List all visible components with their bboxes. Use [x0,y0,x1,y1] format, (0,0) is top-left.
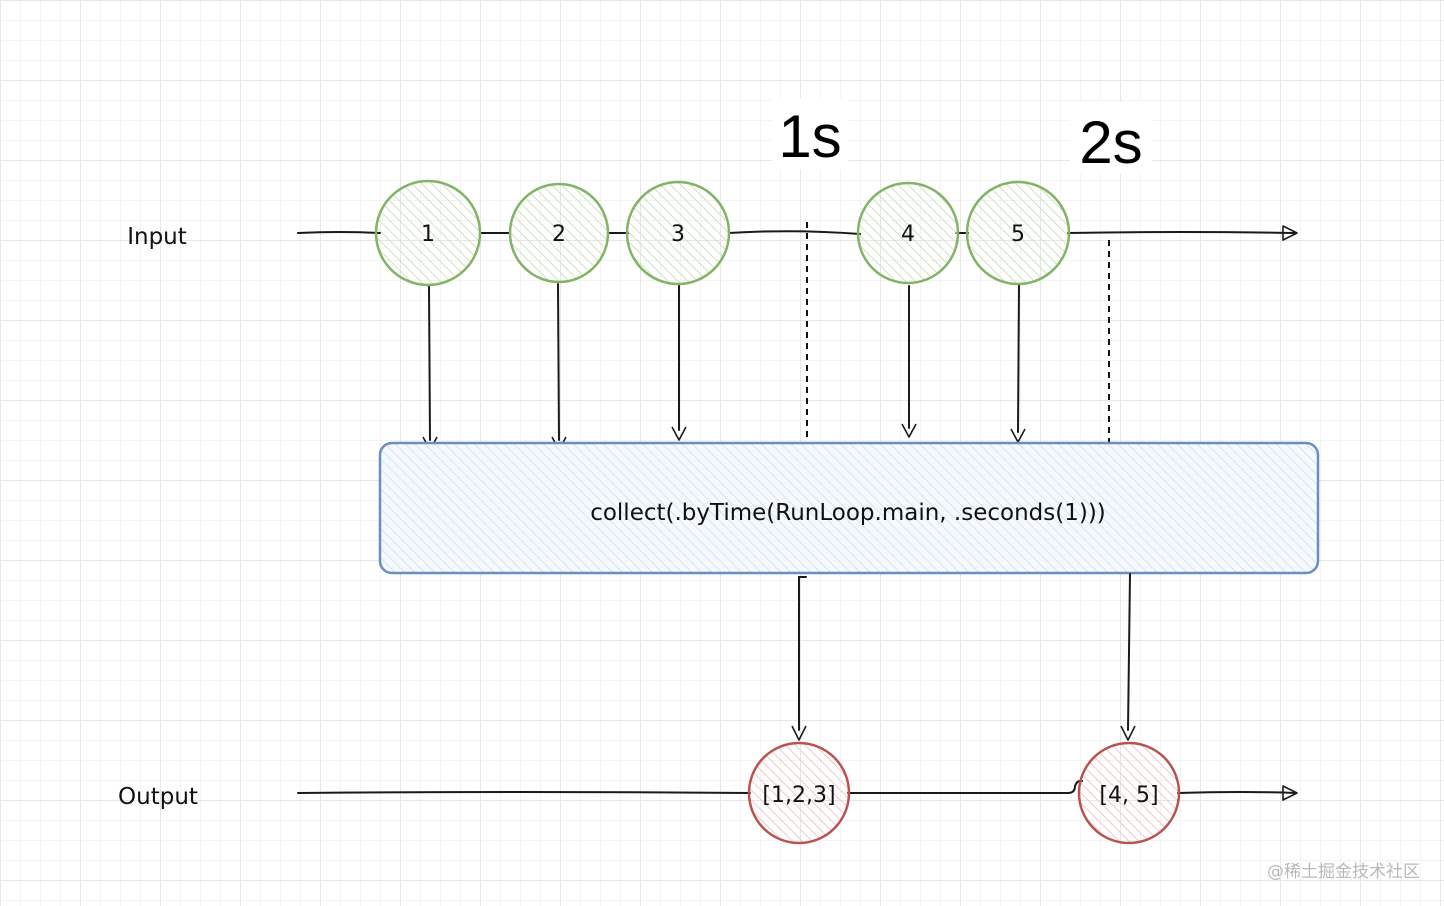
input-event-1: 1 [374,179,482,287]
input-event-5-label: 5 [1011,222,1025,247]
output-event-1: [1,2,3] [747,741,851,845]
output-event-2: [4, 5] [1077,741,1181,845]
time-marker-2s-bg [1070,102,1152,174]
time-marker-1s: 1s [778,103,841,170]
operator-to-output-arrows [791,573,1136,741]
output-event-2-label: [4, 5] [1099,783,1158,808]
time-marker-2s: 2s [1079,109,1142,176]
output-event-1-label: [1,2,3] [762,783,835,808]
input-event-2: 2 [508,182,610,284]
input-event-4: 4 [856,181,960,285]
input-row-label: Input [127,224,187,250]
input-event-3: 3 [625,180,731,286]
time-marker-1s-bg [772,98,848,170]
input-to-operator-arrows [422,283,1026,451]
output-row-label: Output [118,784,198,810]
watermark: @稀土掘金技术社区 [1267,862,1420,882]
operator-box: collect(.byTime(RunLoop.main, .seconds(1… [378,441,1320,575]
input-event-4-label: 4 [901,222,915,247]
input-event-3-label: 3 [671,222,685,247]
input-event-1-label: 1 [421,222,435,247]
operator-label: collect(.byTime(RunLoop.main, .seconds(1… [590,500,1106,526]
input-event-5: 5 [965,180,1071,286]
input-event-2-label: 2 [552,222,566,247]
